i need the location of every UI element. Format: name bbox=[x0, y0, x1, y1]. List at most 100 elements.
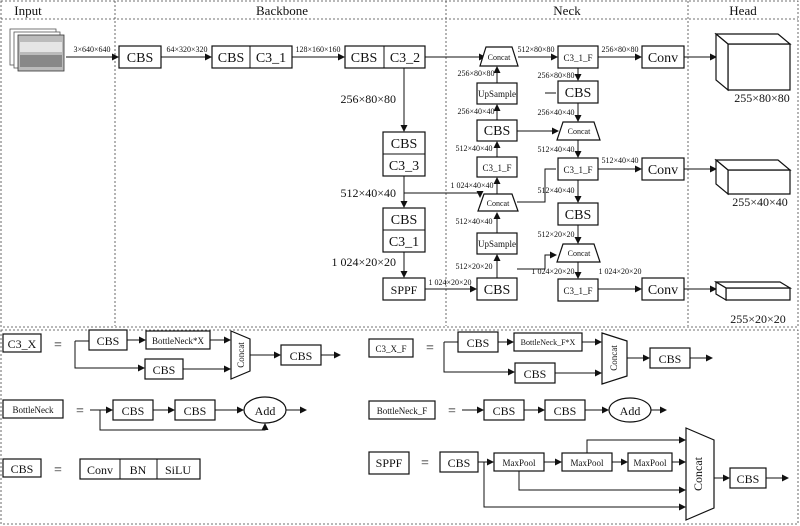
header-backbone: Backbone bbox=[256, 3, 308, 18]
svg-text:C3_1_F: C3_1_F bbox=[482, 163, 511, 173]
svg-text:SPPF: SPPF bbox=[391, 283, 418, 297]
legend-c3x: C3_X = CBS BottleNeck*X CBS Concat CBS bbox=[2, 329, 341, 380]
svg-text:=: = bbox=[421, 456, 429, 471]
dim-neck-512-80: 512×80×80 bbox=[517, 45, 554, 54]
svg-text:CBS: CBS bbox=[565, 86, 591, 101]
svg-text:BottleNeck*X: BottleNeck*X bbox=[152, 336, 204, 346]
svg-text:C3_1: C3_1 bbox=[256, 51, 286, 66]
svg-text:Add: Add bbox=[255, 404, 276, 418]
dim-neck-40a: 512×40×40 bbox=[455, 217, 492, 226]
dim-sppf-out: 1 024×20×20 bbox=[428, 278, 471, 287]
svg-text:CBS: CBS bbox=[554, 404, 577, 418]
legend-cbs: CBS = Conv BN SiLU bbox=[2, 458, 201, 480]
head-output-cube-40 bbox=[714, 158, 792, 196]
neck-c3-1f-top: C3_1_F bbox=[557, 45, 599, 69]
svg-text:Conv: Conv bbox=[87, 463, 113, 477]
neck-c3-1f-left: C3_1_F bbox=[476, 156, 518, 178]
dim-neck-256-40b: 256×40×40 bbox=[537, 108, 574, 117]
neck-concat-top: Concat bbox=[479, 46, 519, 67]
backbone-cbs-1: CBS bbox=[118, 45, 162, 69]
svg-text:CBS: CBS bbox=[737, 472, 760, 486]
svg-text:BN: BN bbox=[130, 463, 147, 477]
dim-neck-20a: 512×20×20 bbox=[455, 262, 492, 271]
svg-text:CBS: CBS bbox=[97, 334, 120, 348]
svg-text:CBS: CBS bbox=[351, 51, 377, 66]
svg-text:=: = bbox=[54, 463, 62, 478]
svg-text:Concat: Concat bbox=[488, 53, 511, 62]
svg-text:C3_3: C3_3 bbox=[389, 159, 419, 174]
neck-concat-mid: Concat bbox=[556, 121, 601, 141]
svg-text:BottleNeck_F*X: BottleNeck_F*X bbox=[521, 338, 576, 347]
svg-text:C3_1_F: C3_1_F bbox=[563, 286, 592, 296]
section-headers: Input Backbone Neck Head bbox=[14, 3, 757, 18]
neck-cbs-bottom: CBS bbox=[476, 277, 518, 301]
svg-text:UpSample: UpSample bbox=[478, 89, 516, 99]
neck-upsample-low: UpSample bbox=[476, 232, 518, 255]
svg-text:CBS: CBS bbox=[290, 349, 313, 363]
svg-text:CBS: CBS bbox=[391, 137, 417, 152]
svg-text:=: = bbox=[426, 341, 434, 356]
legend-bottleneck-f: BottleNeck_F = CBS CBS Add bbox=[368, 397, 667, 423]
svg-text:Concat: Concat bbox=[568, 249, 591, 258]
dim-80-backbone: 256×80×80 bbox=[340, 92, 396, 106]
svg-text:Concat: Concat bbox=[609, 345, 619, 371]
svg-text:Conv: Conv bbox=[648, 163, 678, 178]
backbone-cbs-c3-1: CBS C3_1 bbox=[211, 45, 293, 69]
neck-c3-1f-mid: C3_1_F bbox=[557, 157, 599, 181]
legend-c3xf: C3_X_F = CBS BottleNeck_F*X CBS Concat C… bbox=[368, 331, 713, 385]
svg-text:Concat: Concat bbox=[487, 199, 510, 208]
header-input: Input bbox=[14, 3, 42, 18]
svg-text:CBS: CBS bbox=[448, 456, 471, 470]
head-conv-bottom: Conv bbox=[641, 277, 685, 301]
header-neck: Neck bbox=[553, 3, 581, 18]
svg-text:Concat: Concat bbox=[691, 456, 705, 491]
svg-text:Conv: Conv bbox=[648, 283, 678, 298]
dim-neck-512-40b: 512×40×40 bbox=[537, 145, 574, 154]
dim-neck-256-80c: 256×80×80 bbox=[537, 71, 574, 80]
svg-text:C3_1: C3_1 bbox=[389, 235, 419, 250]
head-output-cube-80 bbox=[714, 32, 792, 92]
svg-text:Concat: Concat bbox=[236, 342, 246, 368]
svg-text:=: = bbox=[76, 404, 84, 419]
dim-input: 3×640×640 bbox=[73, 45, 110, 54]
legend-bottleneck: BottleNeck = CBS CBS Add bbox=[2, 396, 307, 431]
svg-text:SPPF: SPPF bbox=[376, 456, 403, 470]
svg-text:MaxPool: MaxPool bbox=[502, 458, 536, 468]
neck-cbs-right-top: CBS bbox=[557, 80, 599, 104]
svg-text:C3_1_F: C3_1_F bbox=[563, 165, 592, 175]
svg-text:C3_X: C3_X bbox=[8, 337, 37, 351]
head-out-40: 255×40×40 bbox=[732, 195, 788, 209]
svg-text:CBS: CBS bbox=[484, 283, 510, 298]
svg-text:CBS: CBS bbox=[565, 208, 591, 223]
dim-neck-256-80b: 256×80×80 bbox=[601, 45, 638, 54]
svg-text:CBS: CBS bbox=[218, 51, 244, 66]
svg-text:BottleNeck_F: BottleNeck_F bbox=[377, 406, 428, 416]
svg-text:Add: Add bbox=[620, 404, 641, 418]
svg-text:UpSample: UpSample bbox=[478, 239, 516, 249]
svg-text:BottleNeck: BottleNeck bbox=[13, 405, 54, 415]
svg-text:MaxPool: MaxPool bbox=[570, 458, 604, 468]
svg-text:C3_1_F: C3_1_F bbox=[563, 53, 592, 63]
head-output-cube-20 bbox=[713, 280, 793, 302]
backbone-cbs-c3-1b: CBS C3_1 bbox=[382, 207, 426, 253]
dim-neck-512-20: 512×20×20 bbox=[537, 230, 574, 239]
dim-neck-512-40: 512×40×40 bbox=[455, 144, 492, 153]
backbone-cbs-c3-3: CBS C3_3 bbox=[382, 131, 426, 177]
svg-text:CBS: CBS bbox=[467, 336, 490, 350]
dim-neck-1024-40: 1 024×40×40 bbox=[450, 181, 493, 190]
neck-cbs-left: CBS bbox=[476, 119, 518, 142]
svg-text:SiLU: SiLU bbox=[165, 463, 191, 477]
svg-text:CBS: CBS bbox=[659, 352, 682, 366]
backbone-cbs-c3-2: CBS C3_2 bbox=[344, 45, 426, 69]
neck-concat-bottom: Concat bbox=[556, 243, 601, 263]
backbone-sppf: SPPF bbox=[382, 277, 426, 301]
header-head: Head bbox=[729, 3, 757, 18]
dim-neck-256-40a: 256×40×40 bbox=[457, 107, 494, 116]
svg-text:C3_2: C3_2 bbox=[390, 51, 420, 66]
dim-320: 64×320×320 bbox=[166, 45, 207, 54]
head-out-20: 255×20×20 bbox=[730, 312, 786, 326]
input-image bbox=[9, 28, 65, 72]
